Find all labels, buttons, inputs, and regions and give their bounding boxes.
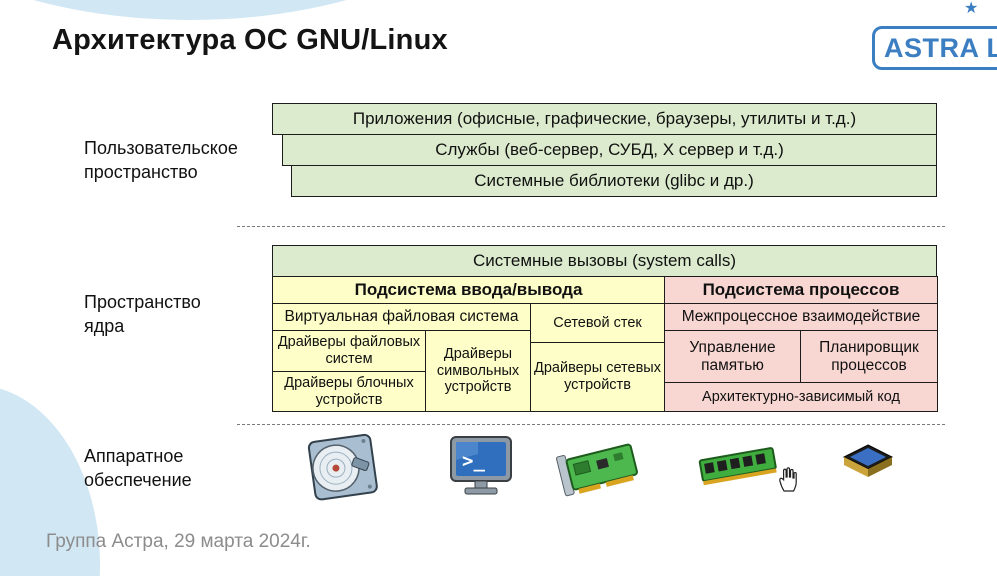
box-services: Службы (веб-сервер, СУБД, X сервер и т.д…	[282, 134, 937, 166]
header-process-subsystem: Подсистема процессов	[664, 276, 938, 304]
logo-text: ASTRA LINUX	[884, 32, 997, 63]
cell-block-drivers: Драйверы блочных устройств	[272, 371, 426, 412]
box-applications: Приложения (офисные, графические, браузе…	[272, 103, 937, 135]
hand-cursor-icon	[776, 466, 798, 498]
box-system-libraries: Системные библиотеки (glibc и др.)	[291, 165, 937, 197]
header-io-subsystem: Подсистема ввода/вывода	[272, 276, 665, 304]
background-blob-top	[0, 0, 500, 20]
cell-char-drivers: Драйверы символьных устройств	[425, 330, 531, 412]
cell-memory-management: Управление памятью	[664, 330, 801, 383]
divider-kernel-hardware	[237, 424, 945, 425]
box-system-calls: Системные вызовы (system calls)	[272, 245, 937, 277]
cell-net-drivers: Драйверы сетевых устройств	[530, 342, 665, 412]
cell-network-stack: Сетевой стек	[530, 303, 665, 343]
svg-text:>_: >_	[462, 450, 485, 472]
cell-process-scheduler: Планировщик процессов	[800, 330, 938, 383]
cell-arch-dependent-code: Архитектурно-зависимый код	[664, 382, 938, 412]
hard-disk-icon	[305, 432, 383, 509]
label-kernel-space: Пространство ядра	[84, 292, 201, 337]
terminal-icon: >_	[447, 434, 515, 503]
divider-user-kernel	[237, 226, 945, 227]
label-hardware: Аппаратное обеспечение	[84, 446, 192, 491]
page-title: Архитектура ОС GNU/Linux	[52, 24, 448, 56]
network-card-icon	[556, 438, 644, 503]
cpu-chip-icon	[840, 440, 896, 491]
cell-fs-drivers: Драйверы файловых систем	[272, 330, 426, 372]
cell-virtual-file-system: Виртуальная файловая система	[272, 303, 531, 331]
star-icon: ★	[964, 0, 979, 17]
astra-linux-logo: ASTRA LINUX	[872, 26, 997, 70]
cell-ipc: Межпроцессное взаимодействие	[664, 303, 938, 331]
ram-module-icon	[697, 442, 779, 495]
footer-credit: Группа Астра, 29 марта 2024г.	[46, 531, 311, 552]
label-user-space: Пользовательское пространство	[84, 138, 238, 183]
